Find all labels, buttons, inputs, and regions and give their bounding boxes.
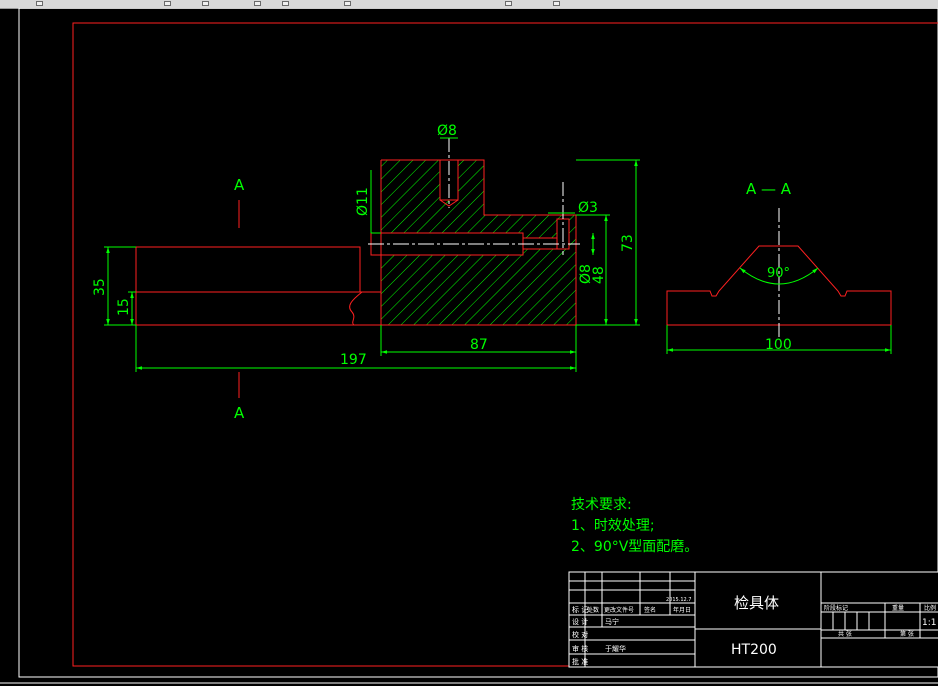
dim-48: 48	[591, 266, 607, 284]
dim-hole-dia: Ø8	[437, 123, 457, 139]
drawing-canvas[interactable]: A A 197 87 35 15 73 48	[0, 8, 938, 686]
scale-header: 比例	[924, 604, 936, 612]
section-letter-top: A	[234, 176, 245, 194]
dim-pin-dia: Ø11	[355, 187, 371, 216]
tech-req-line2: 2、90°V型面配磨。	[571, 539, 698, 555]
dim-73: 73	[620, 234, 636, 252]
row-design: 设 计	[572, 617, 588, 626]
weight-header: 重量	[892, 604, 904, 612]
sheet-number: 第 张	[900, 630, 914, 638]
col-date: 年月日	[673, 606, 691, 614]
sheet-frame-outer	[18, 8, 938, 678]
front-dimensions	[104, 137, 640, 372]
row-approve: 批 准	[572, 657, 588, 666]
row-check: 校 对	[572, 630, 588, 639]
dim-15: 15	[116, 298, 132, 316]
dim-87: 87	[470, 337, 488, 353]
row-review: 审 核	[572, 644, 588, 653]
part-name: 检具体	[734, 594, 779, 612]
undo-icon[interactable]	[202, 1, 209, 6]
col-count: 处数	[587, 606, 599, 614]
vertical-hole-tip	[439, 199, 459, 207]
zoom-icon[interactable]	[553, 1, 560, 6]
tech-req-heading: 技术要求:	[571, 497, 632, 513]
tech-req-line1: 1、时效处理;	[571, 518, 655, 534]
angle-arc	[739, 267, 819, 285]
section-letter-A-bottom: A	[234, 404, 245, 422]
dim-35: 35	[92, 278, 108, 296]
section-letter-A-top: A	[234, 176, 245, 194]
redo-icon[interactable]	[254, 1, 261, 6]
date-value: 2015.12.7	[666, 597, 691, 603]
save-icon[interactable]	[164, 1, 171, 6]
dim-bore-dia: Ø8	[578, 264, 594, 284]
designer-name: 马宁	[605, 617, 619, 626]
dim-angle: 90°	[767, 266, 790, 281]
body-outline	[135, 159, 577, 326]
dim-100: 100	[765, 337, 792, 353]
material: HT200	[731, 642, 777, 658]
stage-mark-header: 阶段标记	[824, 604, 848, 612]
dim-small-hole-dia: Ø3	[578, 200, 598, 216]
vblock-outline	[666, 245, 892, 326]
properties-icon[interactable]	[505, 1, 512, 6]
sheet-frame-inner	[72, 22, 938, 667]
layer-icon[interactable]	[344, 1, 351, 6]
print-icon[interactable]	[282, 1, 289, 6]
dim-197: 197	[340, 352, 367, 368]
col-change-doc: 更改文件号	[604, 606, 634, 614]
section-aa-title: A — A	[746, 180, 792, 198]
open-icon[interactable]	[36, 1, 43, 6]
col-sign: 签名	[644, 606, 656, 614]
title-block	[568, 571, 938, 668]
reviewer-name: 于耀华	[605, 644, 626, 653]
front-section-view	[135, 138, 580, 398]
section-aa-view	[666, 208, 892, 354]
total-sheets: 共 张	[838, 630, 852, 638]
scale-value: 1:1	[922, 618, 936, 628]
break-line	[349, 291, 363, 326]
row-mark: 标 记	[572, 605, 588, 614]
